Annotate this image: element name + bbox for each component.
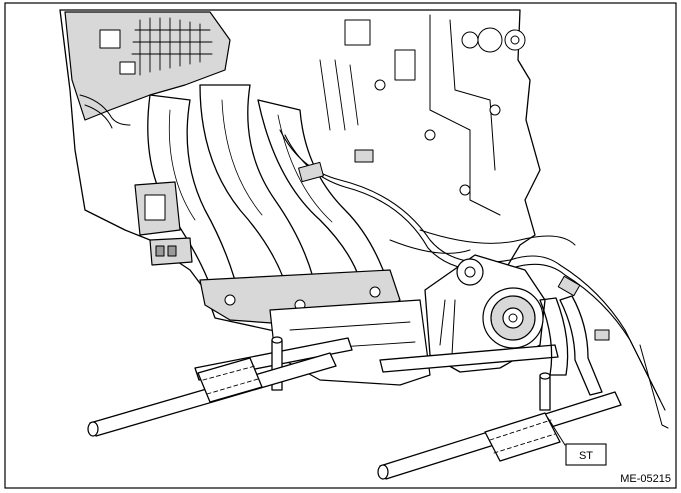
engine-stand-icon bbox=[87, 295, 622, 480]
callout-box bbox=[565, 443, 607, 466]
engine-assembly-icon bbox=[59, 9, 669, 429]
callout-label: ST bbox=[579, 450, 593, 462]
figure-border bbox=[4, 2, 677, 489]
callout-st: ST bbox=[565, 443, 607, 466]
figure-code: ME-05215 bbox=[620, 473, 671, 485]
